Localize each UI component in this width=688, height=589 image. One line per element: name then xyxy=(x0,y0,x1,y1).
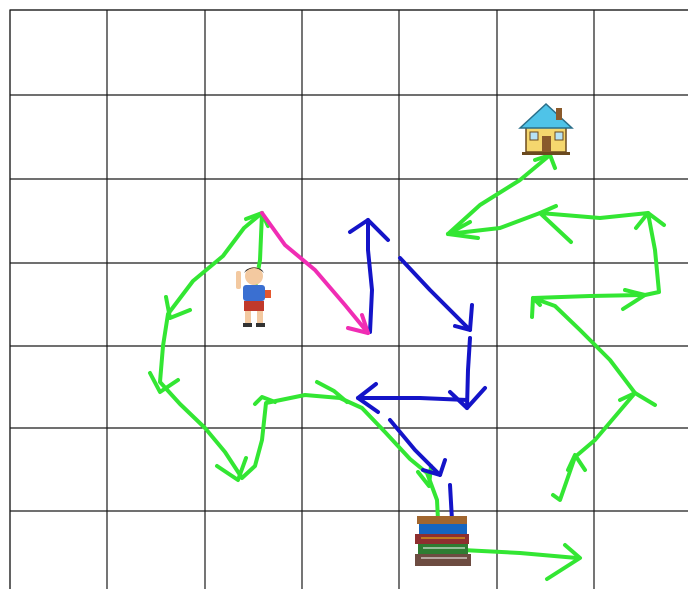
grid-lines xyxy=(10,10,688,589)
house-icon xyxy=(520,104,572,155)
green-path-left xyxy=(150,213,447,560)
green-path-right xyxy=(448,155,664,579)
grid-border xyxy=(10,10,688,589)
blue-path xyxy=(350,220,485,560)
child-figure-icon xyxy=(236,267,271,327)
book-stack-icon xyxy=(415,516,471,566)
